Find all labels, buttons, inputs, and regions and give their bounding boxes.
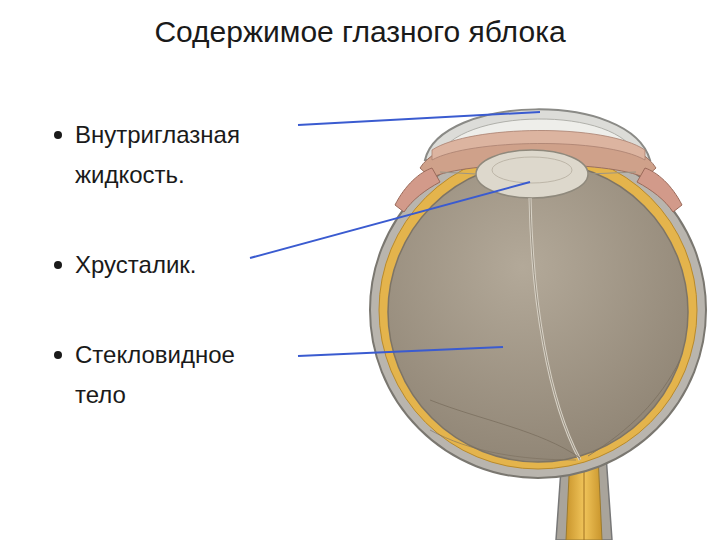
leader-line [298,347,503,356]
retinal-vessel [588,360,680,456]
bullet [54,351,62,359]
zonule [440,172,476,174]
zonule [588,172,636,174]
retinal-vessel [430,400,580,458]
part-label: Стекловидное тело [75,335,280,415]
leader-line [298,112,540,125]
leader-line [250,182,530,258]
retinal-vessel [430,430,576,460]
part-label: Хрусталик. [75,245,280,285]
lens [476,150,588,198]
bullet [54,131,62,139]
hyaloid-canal-edge [530,198,580,460]
bullet [54,261,62,269]
ciliary-body [395,168,440,212]
retina-layer [379,151,697,469]
ciliary-body [637,168,682,212]
vitreous-body [388,162,688,462]
part-label: Внутриглазная жидкость. [75,115,280,195]
hyaloid-canal [530,198,580,460]
slide-title: Содержимое глазного яблока [154,14,565,50]
lens-nucleus [492,157,572,183]
sclera [370,142,706,478]
